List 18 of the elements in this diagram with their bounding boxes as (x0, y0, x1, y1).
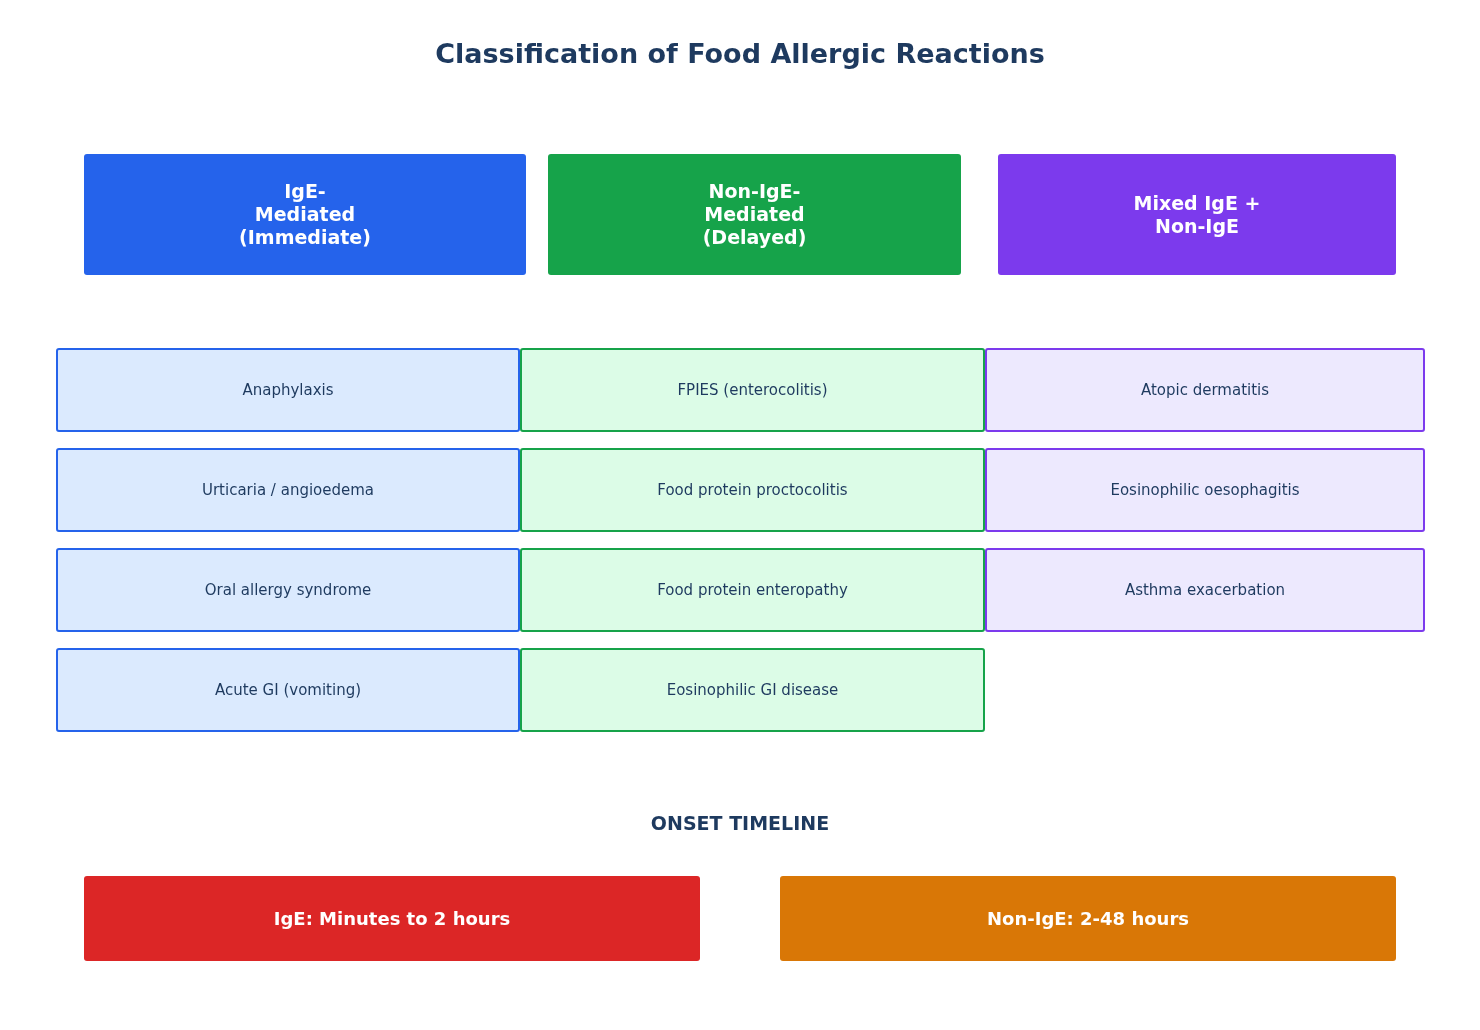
condition-box: Acute GI (vomiting) (56, 648, 520, 732)
diagram-title: Classification of Food Allergic Reactions (434, 38, 1046, 69)
condition-box: Urticaria / angioedema (56, 448, 520, 532)
condition-box: FPIES (enterocolitis) (520, 348, 985, 432)
category-header-box: Mixed IgE + Non-IgE (998, 154, 1396, 275)
onset-time-box: Non-IgE: 2-48 hours (780, 876, 1396, 961)
condition-box: Food protein enteropathy (520, 548, 985, 632)
condition-box: Eosinophilic GI disease (520, 648, 985, 732)
condition-box: Food protein proctocolitis (520, 448, 985, 532)
condition-box: Atopic dermatitis (985, 348, 1425, 432)
section-heading: ONSET TIMELINE (649, 812, 831, 834)
category-header-box: IgE-Mediated (Immediate) (84, 154, 526, 275)
category-header-box: Non-IgE-Mediated (Delayed) (548, 154, 961, 275)
condition-box: Eosinophilic oesophagitis (985, 448, 1425, 532)
onset-time-box: IgE: Minutes to 2 hours (84, 876, 700, 961)
condition-box: Oral allergy syndrome (56, 548, 520, 632)
condition-box: Anaphylaxis (56, 348, 520, 432)
condition-box: Asthma exacerbation (985, 548, 1425, 632)
